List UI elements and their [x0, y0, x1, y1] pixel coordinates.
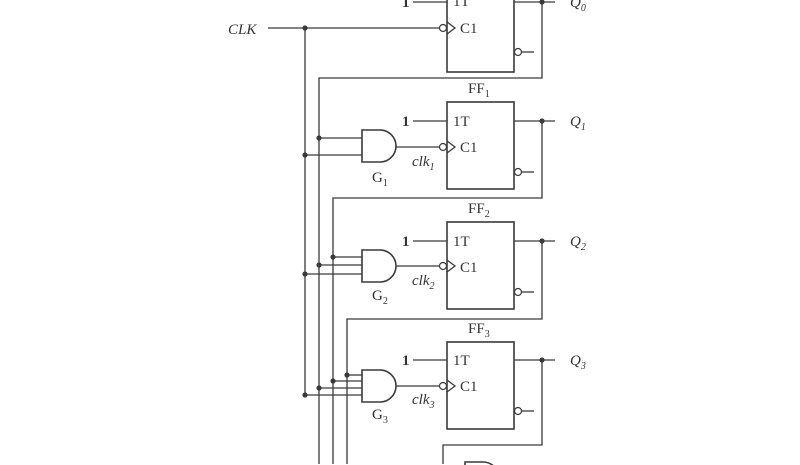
- flipflop-0: 1T C1 1 Q0: [318, 0, 586, 464]
- ff1-pin-t: 1T: [453, 114, 470, 130]
- ff3-const-one: 1: [402, 353, 410, 369]
- clk3-label: clk3: [412, 392, 434, 411]
- ff0-pin-t: 1T: [453, 0, 470, 10]
- clk2-label: clk2: [412, 273, 434, 292]
- ff2-output-label: Q2: [570, 234, 586, 253]
- ff1-pin-c: C1: [460, 140, 478, 156]
- ff2-const-one: 1: [402, 234, 410, 250]
- clk-label: CLK: [228, 22, 257, 38]
- ff0-pin-c: C1: [460, 21, 478, 37]
- gate-g1: G1 clk1: [302, 129, 440, 189]
- g3-label: G3: [372, 407, 388, 426]
- ff2-pin-c: C1: [460, 260, 478, 276]
- flipflop-2: FF2 1T C1 1 Q2: [346, 201, 586, 464]
- ff1-output-label: Q1: [570, 114, 586, 133]
- gate-g4-partial: [464, 461, 494, 465]
- ff2-label: FF2: [468, 201, 490, 220]
- gate-g3: G3 clk3: [302, 369, 440, 426]
- ff1-const-one: 1: [402, 114, 410, 130]
- ff0-output-label: Q0: [570, 0, 586, 14]
- ff3-output-label: Q3: [570, 353, 586, 372]
- ff0-const-one: 1: [402, 0, 410, 11]
- ff3-pin-c: C1: [460, 379, 478, 395]
- ff1-label: FF1: [468, 81, 490, 100]
- flipflop-3: FF3 1T C1 1 Q3: [402, 321, 586, 464]
- flipflop-1: FF1 1T C1 1 Q1: [332, 81, 586, 464]
- gate-g2: G2 clk2: [302, 249, 440, 307]
- ff3-pin-t: 1T: [453, 353, 470, 369]
- ff3-label: FF3: [468, 321, 490, 340]
- g2-label: G2: [372, 288, 388, 307]
- ff2-pin-t: 1T: [453, 234, 470, 250]
- g1-label: G1: [372, 170, 388, 189]
- clk1-label: clk1: [412, 154, 434, 173]
